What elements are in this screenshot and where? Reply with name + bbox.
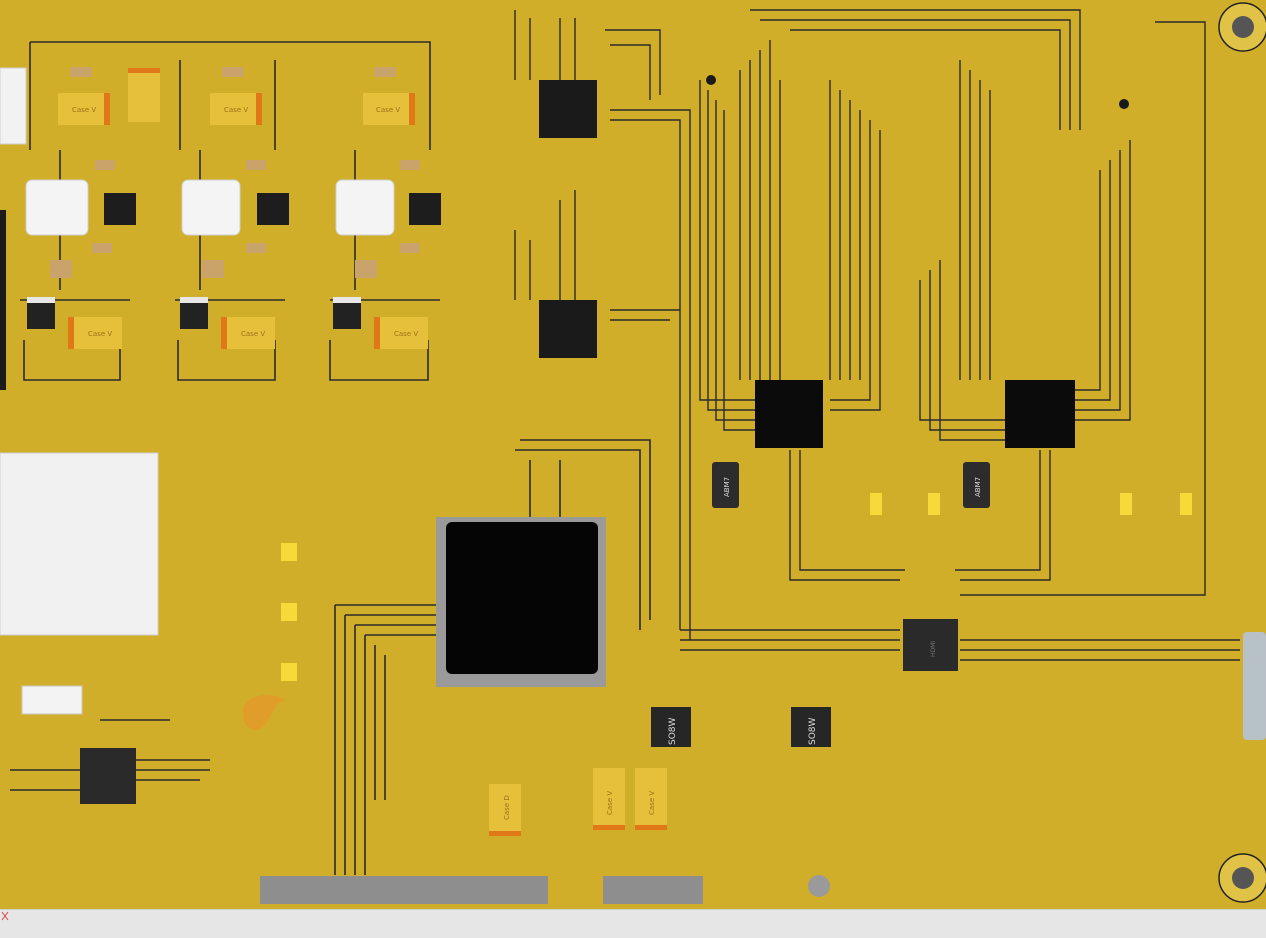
status-bar [0, 909, 1266, 938]
hdmi-hub-ic [903, 619, 958, 671]
usb-connector [0, 453, 158, 635]
hub-label: HDMI [930, 641, 937, 657]
flash-chips: SO8W SO8W [651, 707, 831, 747]
top-mcus [514, 10, 691, 640]
main-mcu [334, 439, 651, 875]
board-surface [0, 0, 1266, 909]
diodes [27, 297, 361, 329]
fpc-connector [260, 876, 548, 904]
bottom-caps: Case D Case V Case V [489, 768, 667, 836]
dram-chip-1 [755, 380, 823, 448]
cap-label: Case V [394, 330, 418, 338]
cap-label: Case V [88, 330, 112, 338]
cap-label: Case V [376, 106, 400, 114]
pcb-board: Case V Case V Case V Case V Case V Case … [0, 0, 1266, 909]
pcb-3d-viewport[interactable]: Case V Case V Case V Case V Case V Case … [0, 0, 1266, 909]
jst-connector [21, 685, 83, 715]
dram-chip-2 [1005, 380, 1075, 448]
crystal-label: ABM7 [974, 477, 982, 497]
led-pads [281, 493, 1192, 681]
mid-caps: Case V Case V Case V [68, 317, 428, 349]
cap-label: Case V [606, 791, 614, 815]
crystal-label: ABM7 [723, 477, 731, 497]
top-caps: Case V Case V Case V [58, 68, 415, 125]
regulator-ics [104, 193, 441, 225]
smd-passives [50, 67, 420, 278]
cap-label: Case D [503, 795, 511, 820]
inductors [25, 179, 395, 236]
origin-marker [243, 694, 285, 730]
right-usb-connector [1243, 632, 1266, 740]
flash-label: SO8W [668, 717, 678, 745]
cap-label: Case V [648, 791, 656, 815]
cap-label: Case V [72, 106, 96, 114]
axis-icon [1, 911, 9, 921]
right-chips [680, 9, 1240, 661]
left-black-strip [0, 210, 6, 390]
mounting-holes [706, 2, 1266, 903]
left-header [0, 67, 27, 145]
cap-label: Case V [224, 106, 248, 114]
flash-label: SO8W [808, 717, 818, 745]
bottom-left-ic [10, 719, 210, 804]
cap-label: Case V [241, 330, 265, 338]
crystals: ABM7 ABM7 [712, 462, 990, 508]
small-fpc-connector [603, 876, 703, 904]
